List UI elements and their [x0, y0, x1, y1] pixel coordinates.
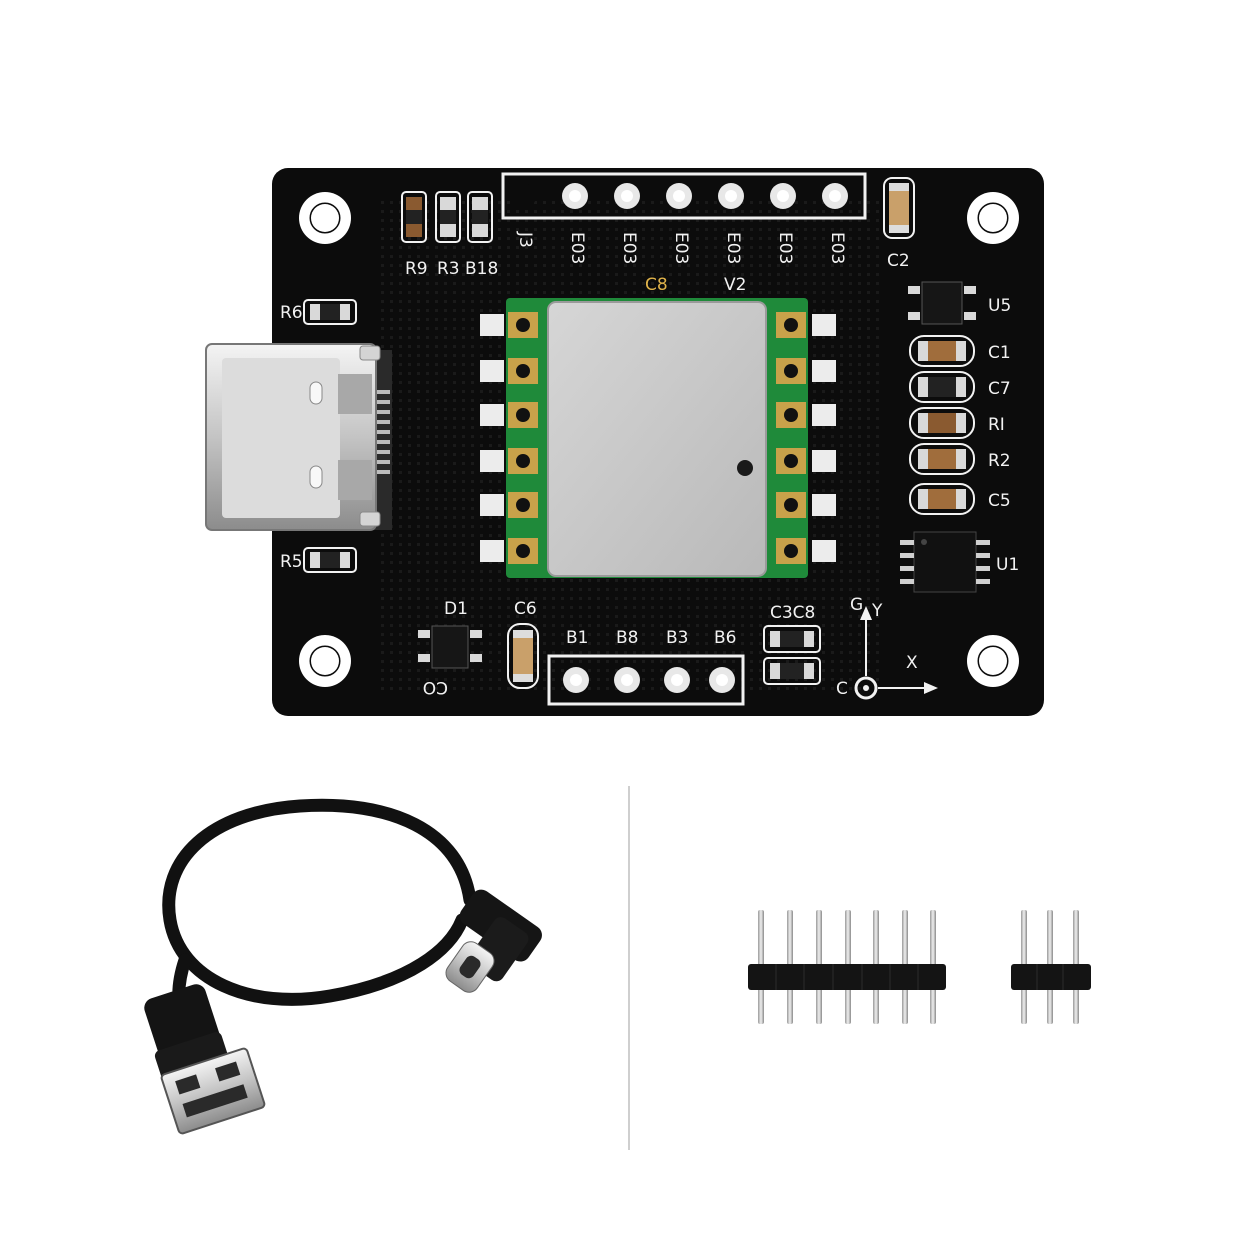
- header-pad-icon: [614, 667, 640, 693]
- passive-column: C1 C7 RI R2 C5: [909, 335, 1011, 515]
- resistor-r5: R5: [280, 547, 357, 573]
- header-label: B1: [566, 628, 588, 648]
- radio-module: C8 V2: [480, 275, 836, 578]
- chip-u5: U5: [908, 281, 1011, 325]
- module-label: C8: [645, 275, 668, 295]
- mounting-hole-icon: [967, 192, 1019, 244]
- header-pad-icon: [822, 183, 848, 209]
- header-label: B3: [666, 628, 688, 648]
- module-outer-pads: [480, 314, 836, 562]
- header-label: J3: [515, 231, 535, 248]
- header-label: E03: [723, 232, 743, 264]
- resistor-r6: R6: [280, 299, 357, 325]
- header-pad-icon: [510, 183, 536, 209]
- capacitor-c7: C7: [909, 371, 1011, 403]
- header-pad-icon: [709, 667, 735, 693]
- capacitor-c3-c8: C3C8: [763, 603, 821, 685]
- capacitor-c1: C1: [909, 335, 1011, 367]
- mounting-hole-icon: [967, 635, 1019, 687]
- resistor-label: R6: [280, 303, 303, 323]
- chip-label: U5: [988, 296, 1011, 316]
- header-label: E03: [671, 232, 691, 264]
- diode-d1: D1 CO: [418, 599, 482, 697]
- header-pad-icon: [562, 183, 588, 209]
- capacitor-label: C2: [887, 251, 910, 271]
- chip-u1: U1: [900, 531, 1019, 593]
- module-gold-pads: [508, 312, 806, 564]
- svg-text:C1: C1: [988, 343, 1011, 363]
- resistor-label: R3: [437, 259, 460, 279]
- axis-y-label: Y: [871, 601, 883, 621]
- usb-cable-icon: [144, 798, 542, 1135]
- module-label: V2: [724, 275, 746, 295]
- header-label: E03: [567, 232, 587, 264]
- header-pad-icon: [770, 183, 796, 209]
- diode-sub-label: CO: [423, 677, 448, 697]
- header-label: B6: [714, 628, 736, 648]
- bottom-pin-header: B1 B8 B3 B6: [547, 628, 745, 706]
- resistor-label: R5: [280, 552, 303, 572]
- header-pad-icon: [563, 667, 589, 693]
- diode-label: D1: [444, 599, 468, 619]
- header-label: E03: [619, 232, 639, 264]
- axis-origin-label: C: [836, 679, 848, 699]
- top-pin-header: [501, 172, 867, 220]
- axis-small-label: G: [850, 595, 863, 615]
- resistor-label: B18: [465, 259, 498, 279]
- usb-c-port-icon: [205, 343, 392, 531]
- header-label: E03: [827, 232, 847, 264]
- capacitor-c5: C5: [909, 483, 1011, 515]
- capacitor-label: C3C8: [770, 603, 815, 623]
- svg-text:R2: R2: [988, 451, 1011, 471]
- svg-text:RI: RI: [988, 415, 1005, 435]
- pin-header-7-icon: [748, 910, 946, 1024]
- capacitor-label: C6: [514, 599, 537, 619]
- capacitor-c6: C6: [507, 599, 539, 689]
- mounting-hole-icon: [299, 635, 351, 687]
- axis-x-label: X: [906, 653, 918, 673]
- usb-c-plug-icon: [445, 889, 542, 993]
- header-label: E03: [775, 232, 795, 264]
- resistor-group: R9 R3 B18: [401, 191, 498, 279]
- resistor-r1: RI: [909, 407, 1005, 439]
- top-header-labels: J3 E03 E03 E03 E03 E03 E03: [515, 231, 847, 264]
- resistor-r2: R2: [909, 443, 1011, 475]
- resistor-label: R9: [405, 259, 428, 279]
- pin-header-3-icon: [1011, 910, 1091, 1024]
- header-pad-icon: [718, 183, 744, 209]
- usb-a-plug-icon: [144, 984, 266, 1135]
- axis-marker: Y X C G: [836, 595, 938, 700]
- header-pad-icon: [666, 183, 692, 209]
- shield-hole-icon: [737, 460, 753, 476]
- mounting-hole-icon: [299, 192, 351, 244]
- capacitor-c2: C2: [883, 177, 915, 271]
- svg-text:C7: C7: [988, 379, 1011, 399]
- header-label: B8: [616, 628, 638, 648]
- header-pad-icon: [664, 667, 690, 693]
- shield-can: [547, 301, 767, 577]
- svg-text:C5: C5: [988, 491, 1011, 511]
- header-pad-icon: [614, 183, 640, 209]
- sensor-board: J3 E03 E03 E03 E03 E03 E03 R9 R3 B18: [205, 168, 1044, 716]
- chip-label: U1: [996, 555, 1019, 575]
